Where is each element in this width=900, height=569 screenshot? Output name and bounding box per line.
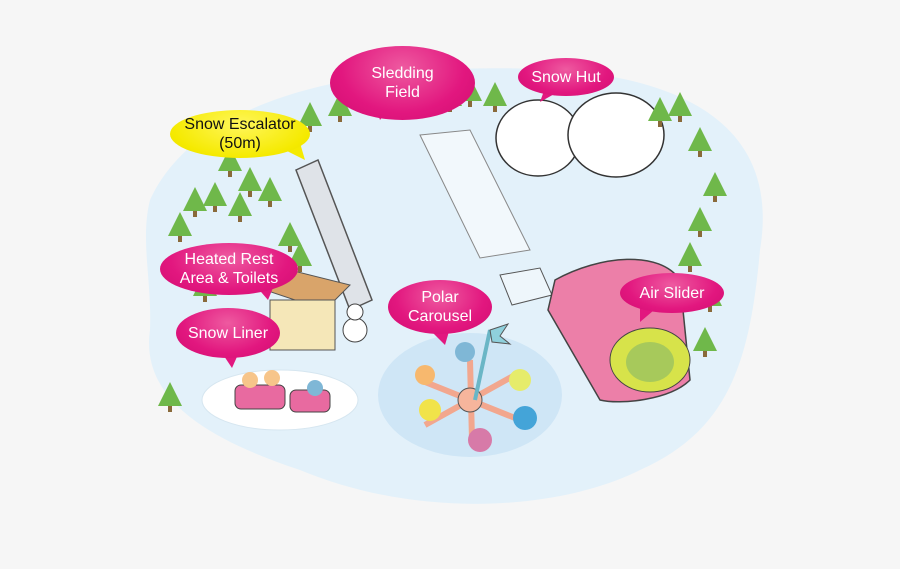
pine-tree [668, 92, 692, 122]
pine-tree [183, 187, 207, 217]
snow-liner-train [234, 370, 331, 413]
pine-tree [483, 82, 507, 112]
pine-tree [203, 182, 227, 212]
pine-tree [228, 192, 252, 222]
label-polar-carousel: Polar Carousel [388, 280, 492, 334]
pine-tree [158, 382, 182, 412]
label-air-slider: Air Slider [620, 273, 724, 313]
pine-tree [688, 127, 712, 157]
pine-tree [168, 212, 192, 242]
snowman-head [346, 303, 364, 321]
pine-tree [703, 172, 727, 202]
snowman-body [342, 317, 368, 343]
pine-tree [693, 327, 717, 357]
pine-tree [648, 97, 672, 127]
label-snow-hut: Snow Hut [518, 58, 614, 96]
pine-tree [328, 92, 352, 122]
snow-escalator [295, 158, 373, 312]
pine-tree [258, 177, 282, 207]
label-heated-rest-area: Heated Rest Area & Toilets [160, 243, 298, 295]
pine-tree [298, 102, 322, 132]
label-snow-liner: Snow Liner [176, 308, 280, 358]
label-sledding-field: Sledding Field [330, 46, 475, 120]
pine-tree [238, 167, 262, 197]
pine-tree [678, 242, 702, 272]
sledding-lanes [419, 129, 531, 259]
label-snow-escalator: Snow Escalator (50m) [170, 110, 310, 158]
polar-carousel-ride [415, 323, 537, 452]
rest-area-house [269, 299, 336, 351]
pine-tree [278, 222, 302, 252]
pine-tree [688, 207, 712, 237]
snow-hut-2 [567, 92, 665, 178]
air-slider-arch-inner [626, 342, 674, 382]
pine-tree [218, 147, 242, 177]
